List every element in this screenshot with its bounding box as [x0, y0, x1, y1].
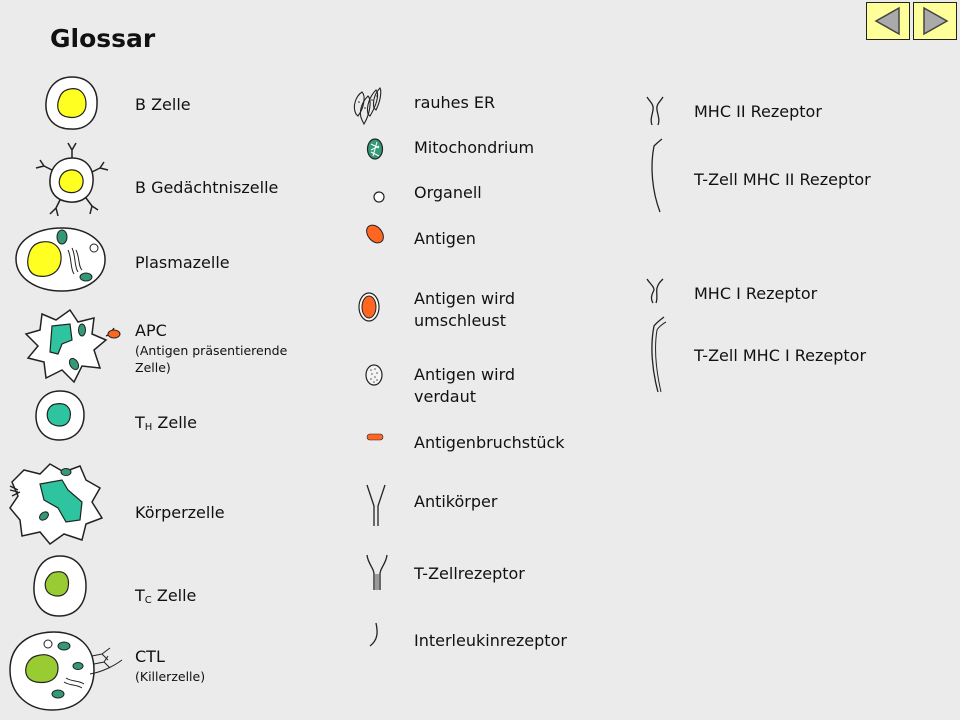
label-t-mhc2-receptor: T-Zell MHC II Rezeptor	[694, 170, 871, 189]
label-b-cell: B Zelle	[135, 95, 191, 114]
tc-subscript: C	[144, 595, 152, 606]
next-button[interactable]	[913, 2, 957, 40]
label-apc: APC (Antigen präsentierende Zelle)	[135, 320, 325, 376]
apc-subtitle: (Antigen präsentierende Zelle)	[135, 343, 288, 375]
t-mhc2-receptor-icon	[651, 138, 663, 213]
label-tcr: T-Zellrezeptor	[414, 564, 525, 583]
mhc2-receptor-icon	[646, 96, 664, 126]
antigen-engulfed-icon	[358, 292, 380, 322]
antigen-digested-line1: Antigen wird	[414, 365, 516, 384]
th-t: T	[135, 413, 145, 432]
label-mhc1-receptor: MHC I Rezeptor	[694, 284, 818, 303]
b-cell-icon	[45, 76, 98, 130]
antigen-icon	[366, 224, 384, 244]
rough-er-icon	[353, 87, 382, 126]
antibody-icon	[366, 484, 386, 526]
antigen-engulfed-line1: Antigen wird	[414, 289, 516, 308]
label-th-cell: TH Zelle	[135, 412, 197, 439]
apc-title: APC	[135, 321, 167, 340]
label-antigen-digested: Antigen wird verdaut	[414, 364, 515, 408]
plasma-cell-icon	[15, 227, 106, 292]
label-interleukin-receptor: Interleukinrezeptor	[414, 631, 567, 650]
th-rest: Zelle	[152, 413, 197, 432]
label-body-cell: Körperzelle	[135, 503, 225, 522]
label-antigen: Antigen	[414, 229, 476, 248]
antigen-engulfed-line2: umschleust	[414, 311, 507, 330]
organelle-icon	[373, 191, 385, 203]
page-title: Glossar	[50, 24, 156, 53]
th-subscript: H	[144, 422, 153, 433]
body-cell-icon	[9, 463, 104, 546]
tc-rest: Zelle	[151, 586, 197, 605]
label-b-memory-cell: B Gedächtniszelle	[135, 178, 279, 197]
triangle-right-icon	[923, 6, 949, 36]
th-cell-icon	[35, 390, 85, 441]
tc-t: T	[135, 586, 145, 605]
label-rough-er: rauhes ER	[414, 93, 496, 112]
apc-icon	[24, 308, 121, 384]
antigen-digested-icon	[365, 364, 383, 386]
mitochondrion-icon	[366, 138, 384, 160]
label-antigen-fragment: Antigenbruchstück	[414, 433, 565, 452]
label-plasma-cell: Plasmazelle	[135, 253, 230, 272]
label-mhc2-receptor: MHC II Rezeptor	[694, 102, 822, 121]
label-mitochondrion: Mitochondrium	[414, 138, 535, 157]
antigen-digested-line2: verdaut	[414, 387, 476, 406]
ctl-subtitle: (Killerzelle)	[135, 669, 206, 684]
t-mhc1-receptor-icon	[651, 316, 667, 393]
label-antibody: Antikörper	[414, 492, 498, 511]
ctl-title: CTL	[135, 647, 165, 666]
triangle-left-icon	[874, 6, 900, 36]
label-t-mhc1-receptor: T-Zell MHC I Rezeptor	[694, 346, 867, 365]
mhc1-receptor-icon	[646, 278, 664, 304]
ctl-icon	[9, 631, 123, 711]
tc-cell-icon	[33, 555, 87, 617]
interleukin-receptor-icon	[369, 622, 378, 647]
label-organelle: Organell	[414, 183, 482, 202]
label-ctl: CTL (Killerzelle)	[135, 646, 205, 685]
tcr-icon	[366, 554, 388, 590]
label-tc-cell: TC Zelle	[135, 585, 196, 612]
antigen-fragment-icon	[366, 433, 384, 441]
label-antigen-engulfed: Antigen wird umschleust	[414, 288, 515, 332]
previous-button[interactable]	[866, 2, 910, 40]
b-memory-cell-icon	[35, 142, 109, 217]
